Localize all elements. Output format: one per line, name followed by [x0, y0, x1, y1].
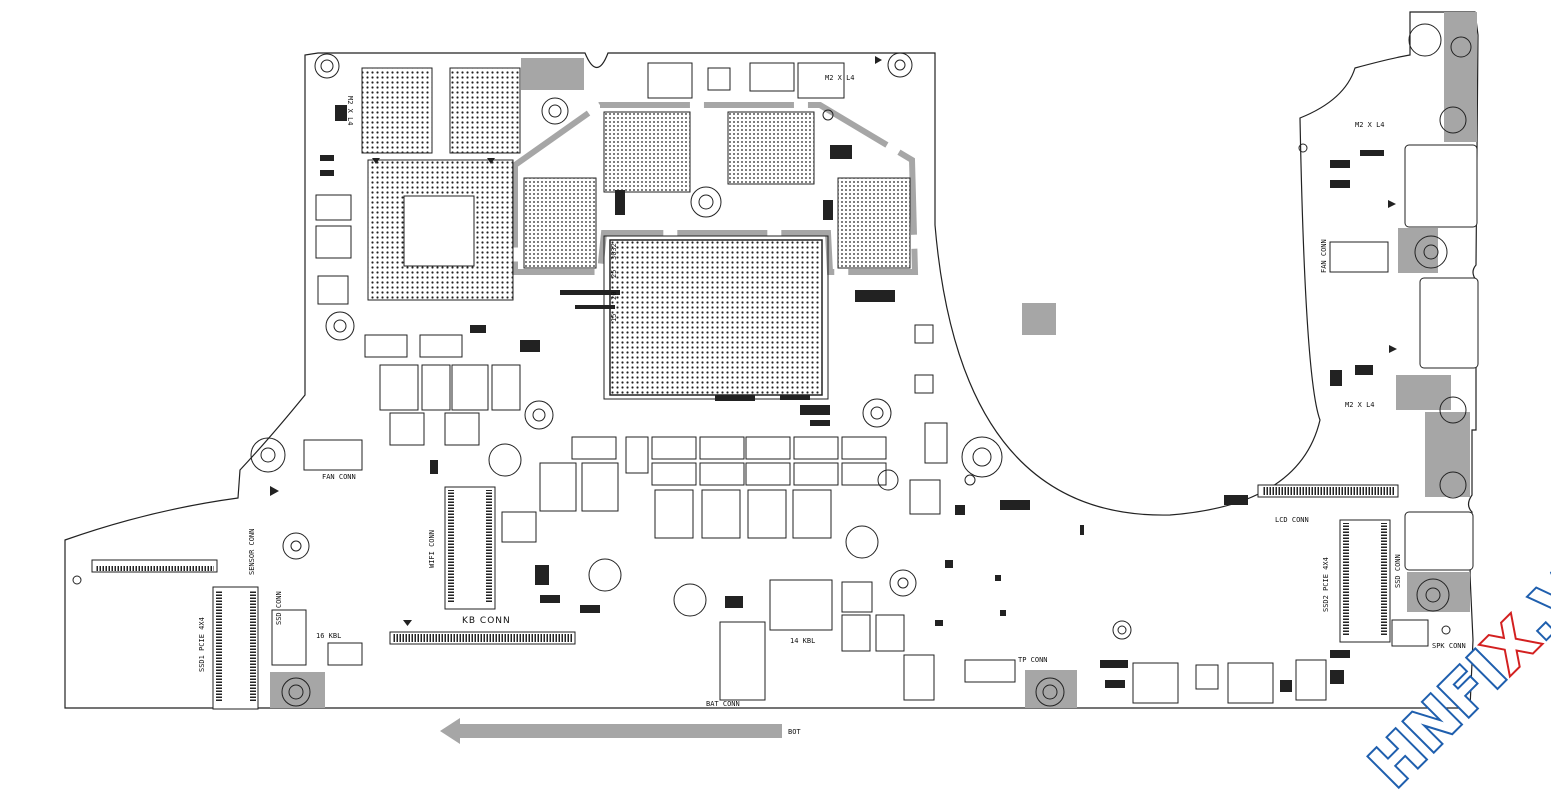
memory-chip-1	[361, 67, 433, 154]
label-m2-x-l4-right-bottom: M2 X L4	[1345, 401, 1375, 409]
vram-chip-1	[603, 111, 691, 193]
usb-port-3	[1404, 511, 1474, 571]
label-scale-15: 15	[610, 314, 618, 322]
label-fan-conn-right: FAN CONN	[1320, 239, 1328, 273]
label-tp-conn: TP CONN	[1018, 656, 1048, 664]
label-scale-3032: 3032	[610, 243, 618, 260]
label-ssd-conn-left: SSD CONN	[275, 591, 283, 625]
passive-components	[320, 105, 1384, 692]
label-14-kbl: 14 KBL	[790, 637, 815, 645]
memory-keepout-ring	[512, 102, 919, 275]
cpu-bga	[609, 239, 823, 396]
connectors	[91, 144, 1479, 710]
round-components	[488, 109, 976, 617]
label-m2-x-l4-right-top: M2 X L4	[1355, 121, 1385, 129]
label-m2-x-l4-top-center: M2 X L4	[825, 74, 855, 82]
bot-direction-arrow	[440, 718, 782, 744]
tp-connector	[964, 659, 1016, 683]
label-bot: BOT	[788, 728, 801, 736]
usb-c-port-1	[1404, 144, 1478, 228]
mounting-holes	[72, 23, 1472, 707]
usb-c-port-2	[1419, 277, 1479, 369]
label-bat-conn: BAT CONN	[706, 700, 740, 708]
bat-connector	[719, 621, 766, 701]
vram-chip-2	[727, 111, 815, 185]
kbl-16-connector	[327, 642, 363, 666]
vram-chip-4	[837, 177, 911, 269]
label-16-kbl: 16 KBL	[316, 632, 341, 640]
label-sensor-conn: SENSOR CONN	[248, 529, 256, 575]
label-fan-conn-left: FAN CONN	[322, 473, 356, 481]
fan-connector-left	[303, 439, 363, 471]
kbl-14-connector	[769, 579, 833, 631]
label-scale-25: 25	[610, 270, 618, 278]
spk-connector	[1391, 619, 1429, 647]
label-ssd2-pcie: SSD2 PCIE 4X4	[1322, 557, 1330, 612]
label-kb-conn: KB CONN	[462, 616, 511, 626]
silkscreen-labels: M2 X L4 M2 X L4 M2 X L4 M2 X L4 FAN CONN…	[198, 74, 1466, 736]
label-scale-20: 20	[610, 292, 618, 300]
label-spk-conn: SPK CONN	[1432, 642, 1466, 650]
label-lcd-conn: LCD CONN	[1275, 516, 1309, 524]
orientation-markers	[270, 56, 1397, 626]
label-m2-x-l4-top-left: M2 X L4	[346, 96, 354, 126]
bga-chips	[361, 67, 911, 400]
small-ics	[271, 67, 1327, 701]
power-stage-components	[315, 62, 1274, 704]
vram-chip-3	[523, 177, 597, 269]
fan-connector-right	[1329, 241, 1389, 273]
memory-chip-2	[449, 67, 521, 154]
gpu-die	[403, 195, 475, 267]
label-wifi-conn: WIFI CONN	[428, 530, 436, 568]
label-ssd-conn-right: SSD CONN	[1394, 554, 1402, 588]
label-ssd1-pcie: SSD1 PCIE 4X4	[198, 617, 206, 672]
